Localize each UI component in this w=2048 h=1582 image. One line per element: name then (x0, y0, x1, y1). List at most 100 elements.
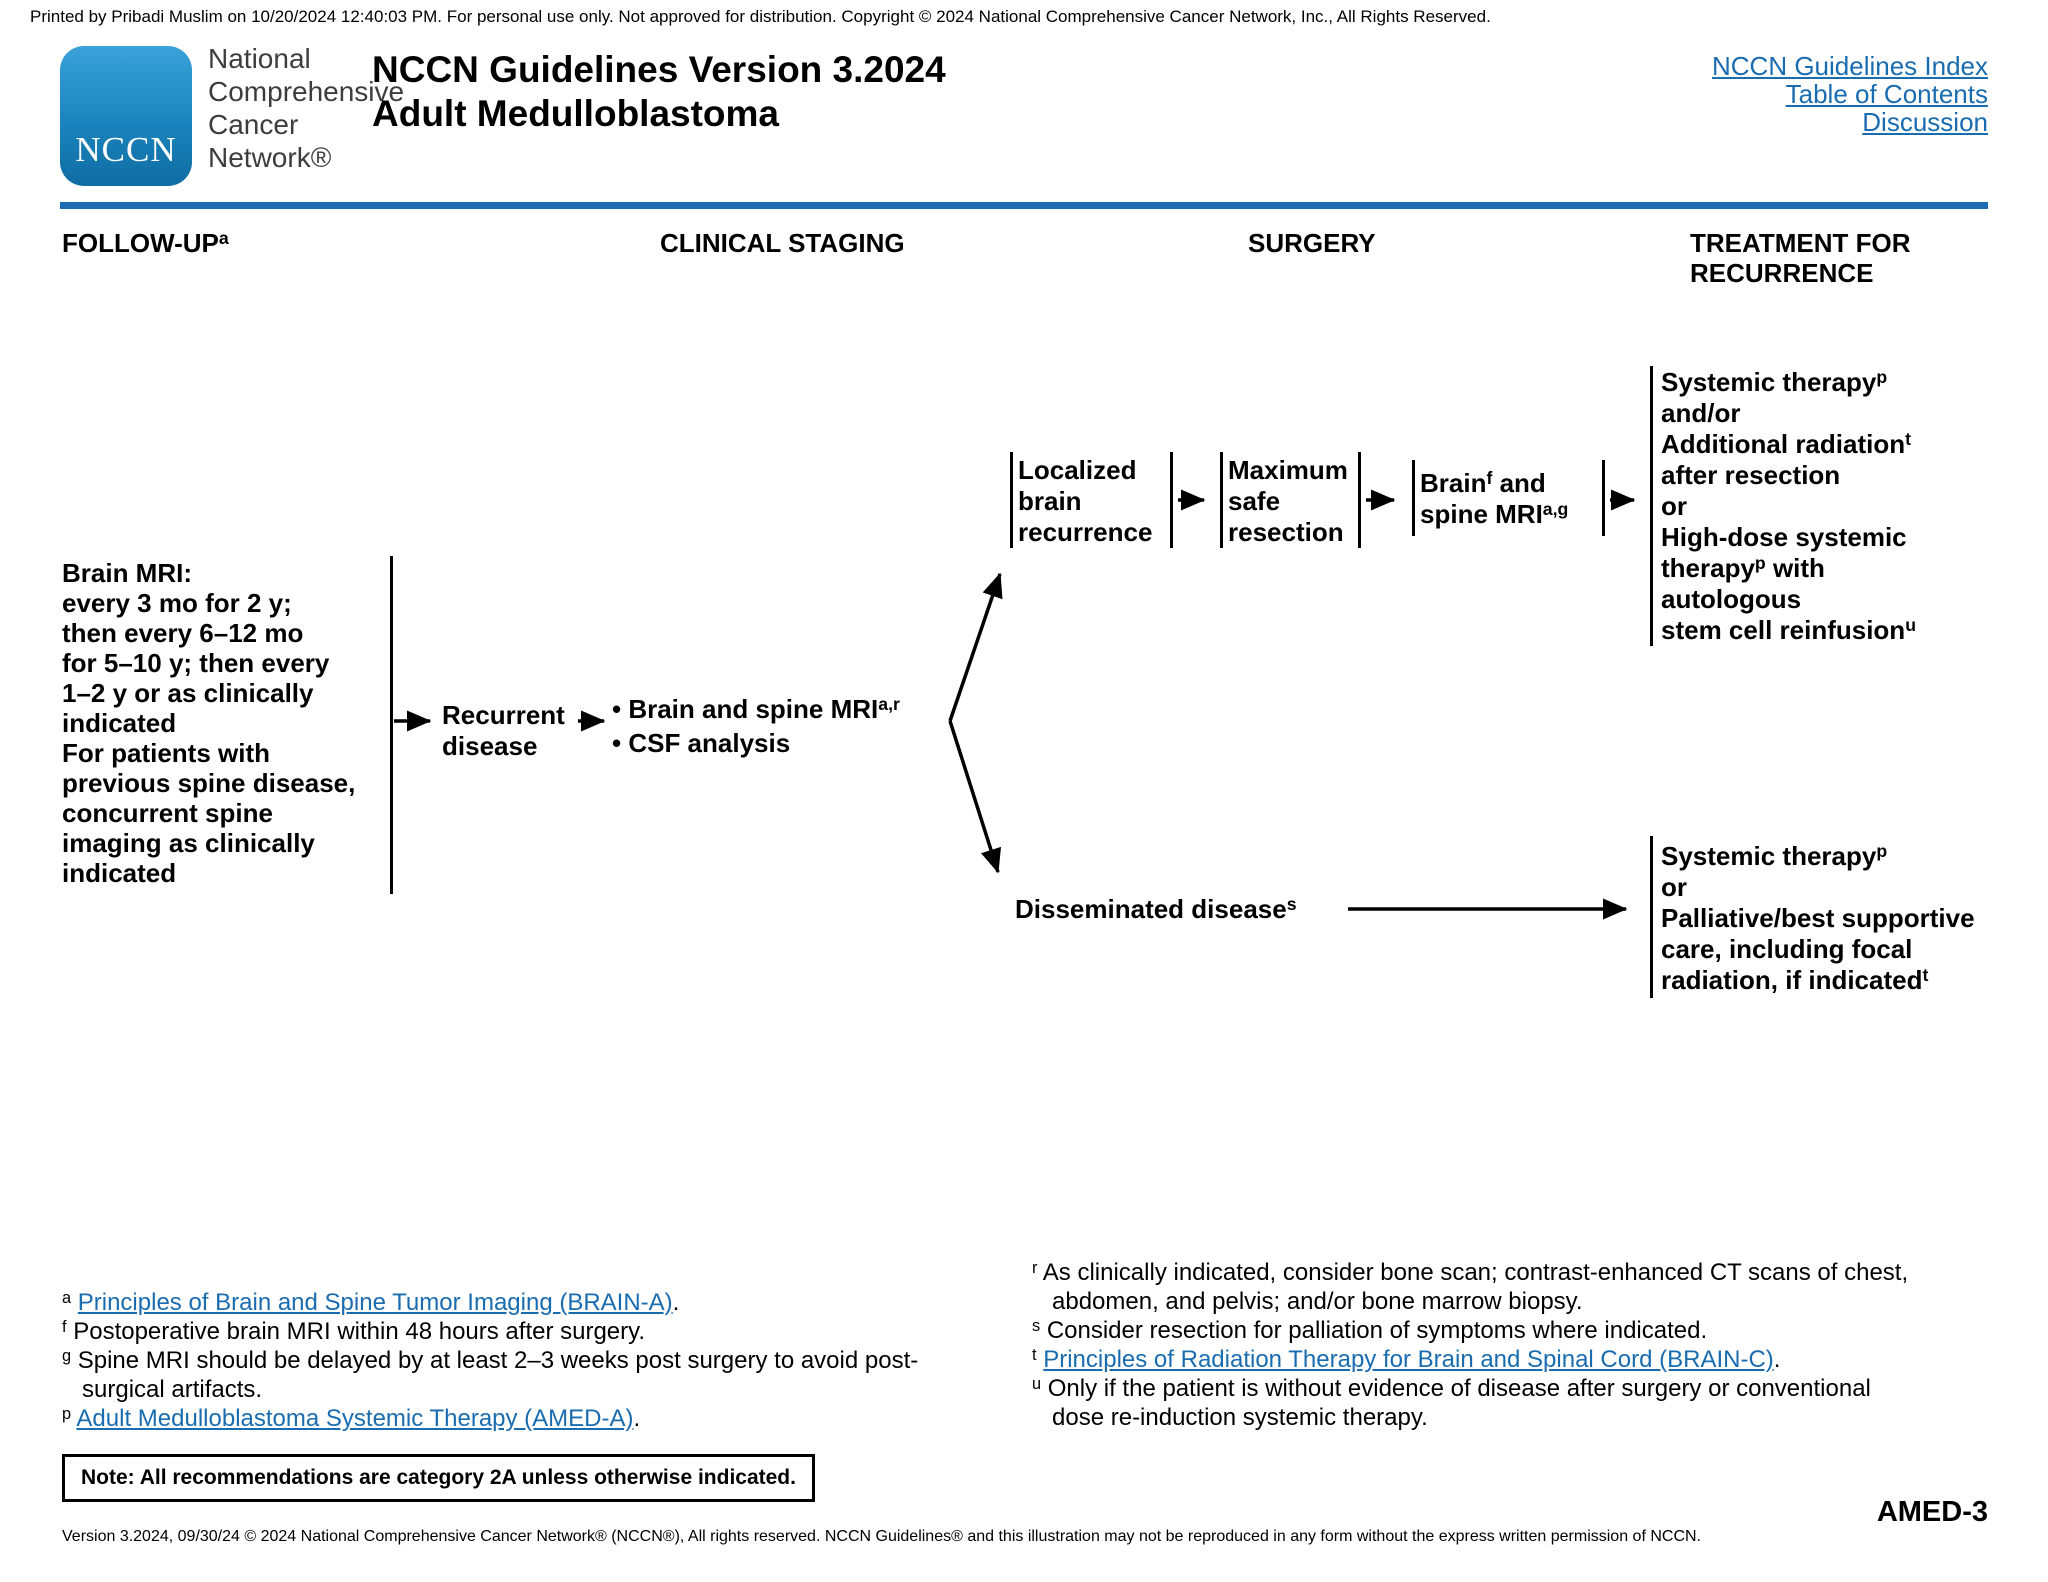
text-line: Systemic therapyp (1661, 367, 1888, 397)
text-line: dose re-induction systemic therapy. (1032, 1404, 1428, 1431)
text-line: Systemic therapyp (1661, 841, 1888, 871)
text-line: therapyp with (1661, 553, 1825, 583)
text-line: Localized (1018, 455, 1137, 485)
text-line: a Principles of Brain and Spine Tumor Im… (62, 1288, 680, 1316)
text-line: indicated (62, 858, 177, 888)
guidelines-index-link[interactable]: NCCN Guidelines Index (1711, 51, 1988, 81)
workup-list: • Brain and spine MRIa,r • CSF analysis (612, 692, 900, 760)
text-line: for 5–10 y; then every (62, 648, 330, 678)
text-line: imaging as clinically (62, 828, 315, 858)
text-line: g Spine MRI should be delayed by at leas… (62, 1346, 919, 1374)
connector-bar-localized-right (1170, 452, 1173, 548)
footnote-link[interactable]: Principles of Brain and Spine Tumor Imag… (77, 1289, 673, 1316)
text-line: FOLLOW-UPa (62, 228, 229, 258)
text-line: Brainf and (1420, 468, 1546, 498)
text-line: care, including focal (1661, 934, 1913, 964)
connector-bar-resection-left (1220, 452, 1223, 548)
footnote-link[interactable]: Adult Medulloblastoma Systemic Therapy (… (76, 1405, 634, 1432)
text-line: Brain MRI: (62, 558, 192, 588)
text-line: radiation, if indicatedt (1661, 965, 1929, 995)
text-line: s Consider resection for palliation of s… (1032, 1316, 1708, 1344)
version-footer: Version 3.2024, 09/30/24 © 2024 National… (62, 1528, 1701, 1545)
text-line: t Principles of Radiation Therapy for Br… (1032, 1345, 1781, 1373)
page-title-line2: Adult Medulloblastoma (372, 93, 779, 134)
text-line: CLINICAL STAGING (660, 228, 905, 258)
text-line: f Postoperative brain MRI within 48 hour… (62, 1317, 646, 1345)
text-line: or (1661, 491, 1687, 521)
text-line: Recurrent (442, 700, 565, 730)
arrow-branch-disseminated (948, 720, 1002, 874)
text-line: concurrent spine (62, 798, 273, 828)
text-line: r As clinically indicated, consider bone… (1032, 1258, 1909, 1286)
nccn-logo: NCCN (60, 46, 192, 186)
page-title-line1: NCCN Guidelines Version 3.2024 (372, 49, 946, 90)
connector-bar-followup (390, 556, 393, 894)
connector-bar-treatment-top (1650, 366, 1653, 646)
text-line: u Only if the patient is without evidenc… (1032, 1374, 1871, 1402)
text-line: indicated (62, 708, 177, 738)
page-title: NCCN Guidelines Version 3.2024 Adult Med… (372, 48, 946, 136)
text-line: Comprehensive (208, 76, 405, 107)
text-line: SURGERY (1248, 228, 1376, 258)
arrow-branch-localized (948, 572, 1003, 722)
text-line: Maximum (1228, 455, 1348, 485)
text-line: every 3 mo for 2 y; (62, 588, 292, 618)
disseminated-disease-label: Disseminated diseases (1015, 894, 1297, 924)
text-line: or (1661, 872, 1687, 902)
text-line: surgical artifacts. (62, 1376, 263, 1403)
column-header-followup: FOLLOW-UPa (62, 228, 229, 258)
connector-bar-localized-left (1010, 452, 1013, 548)
column-header-staging: CLINICAL STAGING (660, 228, 905, 258)
connector-bar-resection-right (1358, 452, 1361, 548)
text-line: TREATMENT FOR (1690, 228, 1911, 258)
text-line: and/or (1661, 398, 1741, 428)
text-line: brain (1018, 486, 1082, 516)
text-line: For patients with (62, 738, 270, 768)
footnotes-right: r As clinically indicated, consider bone… (1032, 1258, 1908, 1432)
table-of-contents-link[interactable]: Table of Contents (1785, 79, 1988, 109)
column-header-surgery: SURGERY (1248, 228, 1376, 258)
text-line: Cancer (208, 109, 299, 140)
text-line: safe (1228, 486, 1281, 516)
text-line: • CSF analysis (612, 728, 791, 758)
text-line: autologous (1661, 584, 1802, 614)
followup-info-block: Brain MRI:every 3 mo for 2 y;then every … (62, 558, 355, 888)
text-line: National (208, 43, 311, 74)
text-line: Network® (208, 142, 332, 173)
text-line: • Brain and spine MRIa,r (612, 694, 900, 724)
text-line: 1–2 y or as clinically (62, 678, 314, 708)
text-line: High-dose systemic (1661, 522, 1907, 552)
text-line: recurrence (1018, 517, 1153, 547)
text-line: then every 6–12 mo (62, 618, 304, 648)
text-line: spine MRIa,g (1420, 499, 1569, 529)
page-label: AMED-3 (1876, 1496, 1988, 1528)
text-line: previous spine disease, (62, 768, 356, 798)
text-line: stem cell reinfusionu (1661, 615, 1916, 645)
connector-bar-treatment-bottom (1650, 836, 1653, 998)
header-links: NCCN Guidelines Index Table of Contents … (1712, 52, 1988, 136)
text-line: disease (442, 731, 538, 761)
text-line: after resection (1661, 460, 1841, 490)
text-line: resection (1228, 517, 1344, 547)
note-box: Note: All recommendations are category 2… (62, 1454, 815, 1502)
footnote-link[interactable]: Principles of Radiation Therapy for Brai… (1043, 1346, 1774, 1373)
text-line: p Adult Medulloblastoma Systemic Therapy… (62, 1404, 641, 1432)
connector-bar-mri-right (1602, 460, 1605, 536)
text-line: RECURRENCE (1690, 258, 1874, 288)
nccn-logo-text: NCCN (75, 130, 177, 169)
text-line: Palliative/best supportive (1661, 903, 1975, 933)
discussion-link[interactable]: Discussion (1862, 107, 1988, 137)
text-line: abdomen, and pelvis; and/or bone marrow … (1032, 1288, 1583, 1315)
text-line: Additional radiationt (1661, 429, 1911, 459)
footnotes-left: a Principles of Brain and Spine Tumor Im… (62, 1288, 918, 1433)
header-rule (60, 202, 1988, 209)
connector-bar-mri-left (1412, 460, 1415, 536)
